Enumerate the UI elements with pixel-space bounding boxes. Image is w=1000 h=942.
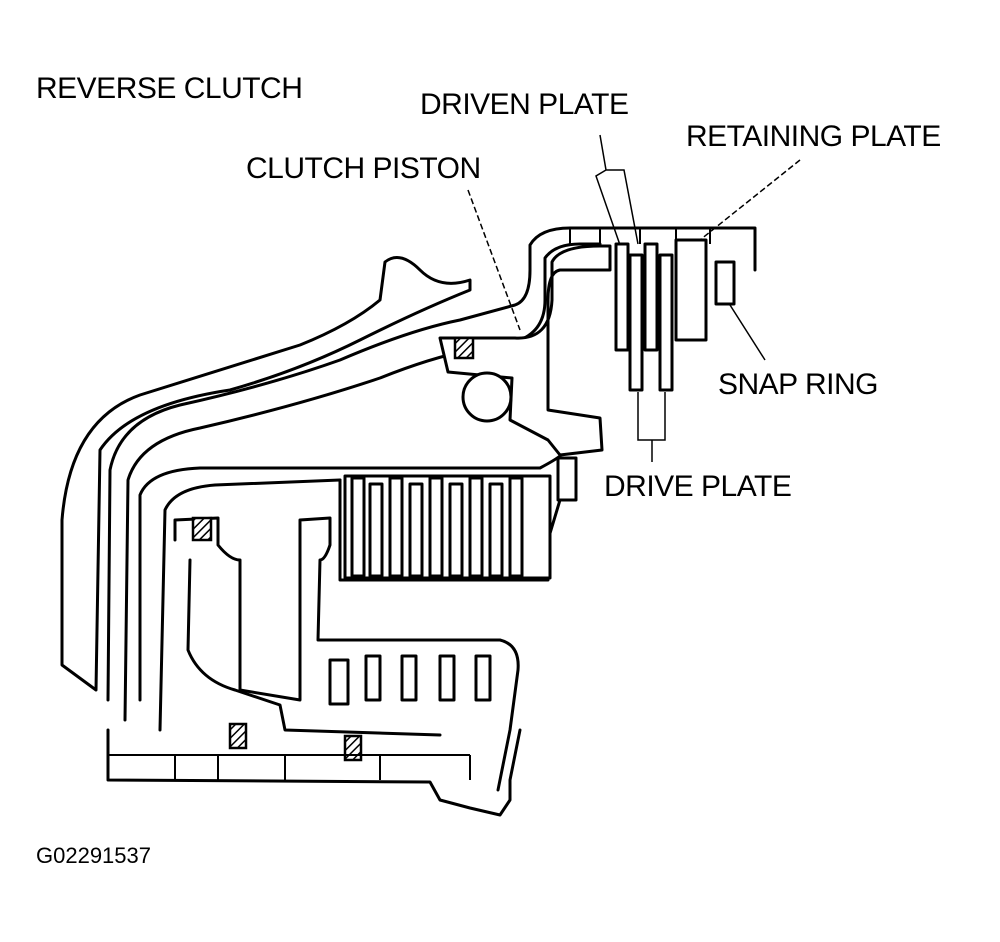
figure-code: G02291537 [36, 843, 151, 868]
drive-plate-leader [637, 392, 666, 462]
seal-bottom-center [343, 734, 363, 762]
lower-hub-inner [186, 558, 442, 737]
driven-plate-label: DRIVEN PLATE [420, 88, 629, 121]
driven-plate-1 [614, 242, 630, 352]
retaining-plate-label: RETAINING PLATE [686, 120, 941, 153]
clutch-piston-body [438, 244, 612, 457]
piston-seal-upper [453, 336, 475, 360]
drum-second-line [123, 242, 602, 722]
drum-inner-line [106, 226, 757, 702]
lower-clutch-plates [350, 476, 524, 578]
driven-plate-2 [643, 242, 659, 352]
driven-plate-leader [595, 134, 639, 246]
seal-left [191, 516, 213, 542]
snap-ring-shape [714, 260, 736, 306]
diagram-title: REVERSE CLUTCH [36, 72, 303, 105]
outer-drum [60, 256, 472, 692]
base-housing [106, 728, 522, 817]
lower-snap-ring [556, 456, 578, 502]
hub-ribs [328, 654, 492, 706]
retaining-plate-shape [674, 238, 708, 342]
lower-hub [173, 516, 520, 792]
drive-plate-2 [658, 253, 674, 392]
clutch-piston-leader [467, 189, 521, 331]
drive-plate-1 [628, 253, 644, 392]
inner-drum-inner [158, 478, 342, 732]
drive-plate-label: DRIVE PLATE [604, 470, 792, 503]
snap-ring-label: SNAP RING [718, 368, 879, 401]
clutch-piston-label: CLUTCH PISTON [246, 152, 481, 185]
snap-ring-leader [729, 304, 766, 361]
seal-bottom-left [228, 722, 248, 750]
check-ball [461, 371, 513, 423]
retaining-plate-leader [699, 159, 801, 241]
